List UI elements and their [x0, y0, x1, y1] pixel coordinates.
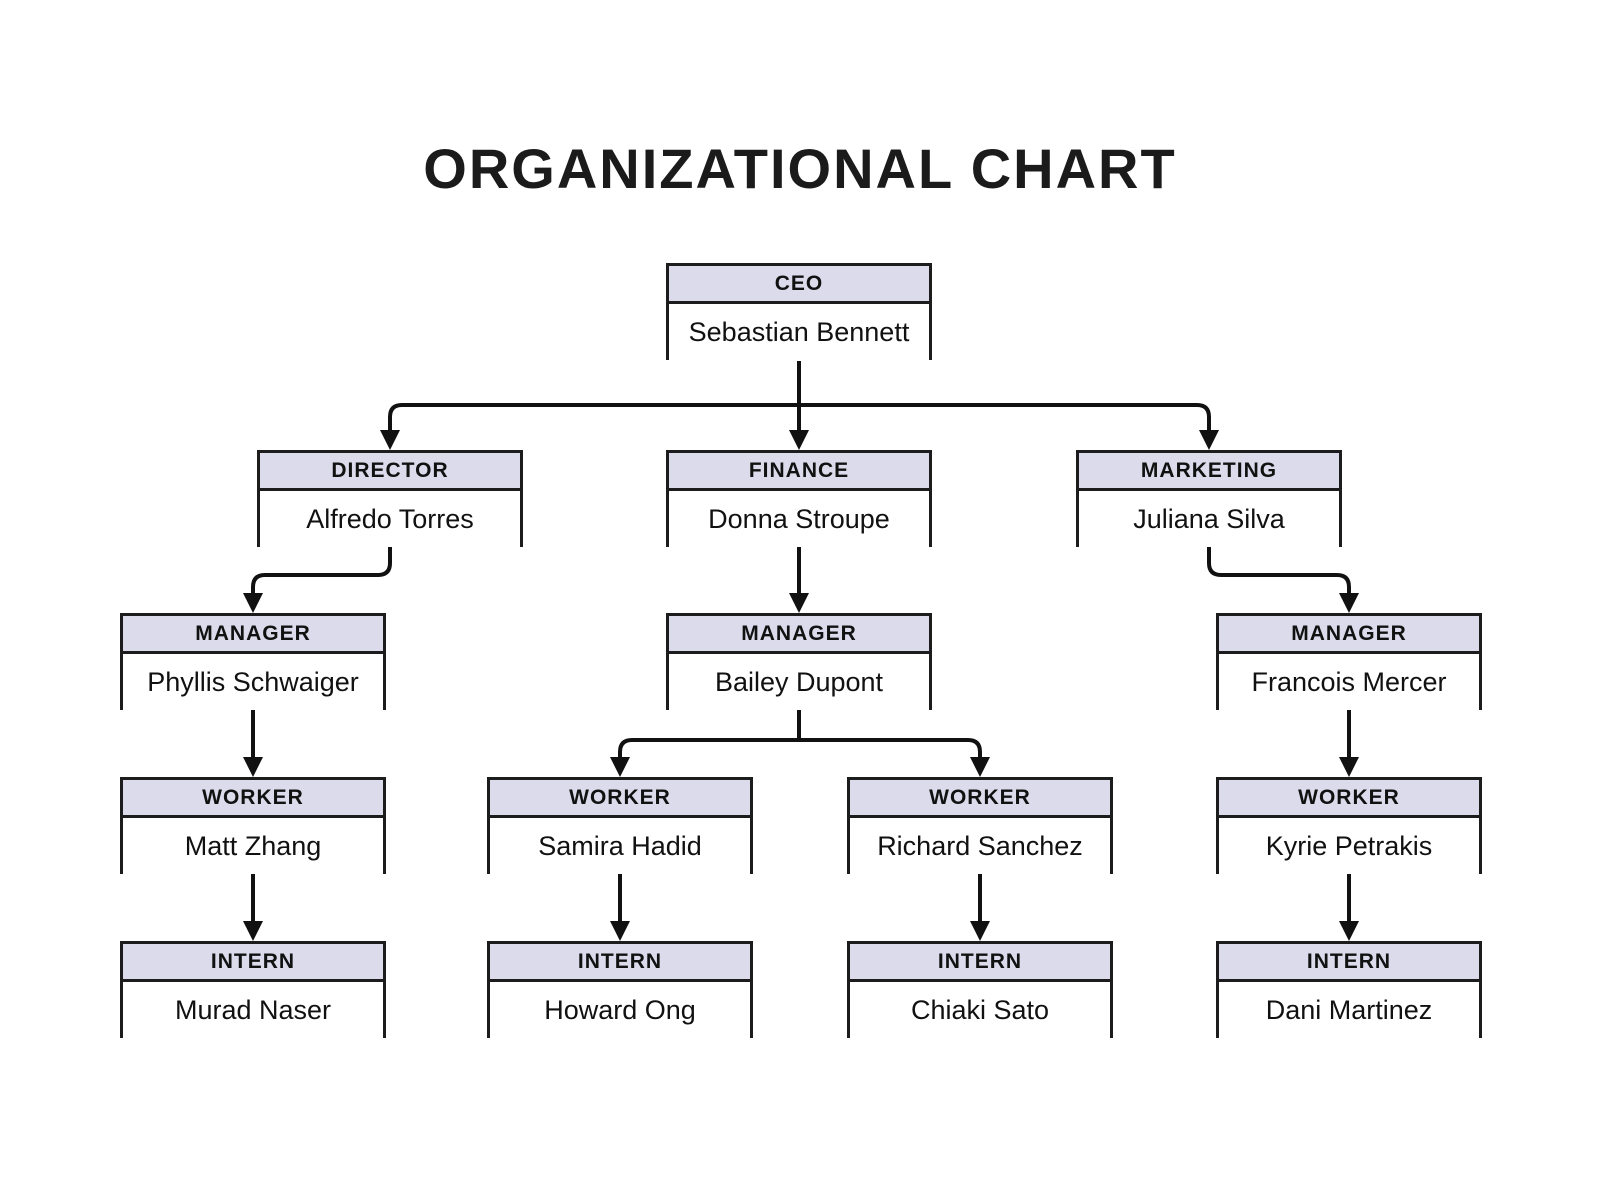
org-node-intern-2: INTERN Howard Ong	[487, 941, 753, 1038]
person-name: Matt Zhang	[123, 818, 383, 874]
org-node-worker-4: WORKER Kyrie Petrakis	[1216, 777, 1482, 874]
role-label: WORKER	[202, 785, 304, 809]
org-node-worker-3: WORKER Richard Sanchez	[847, 777, 1113, 874]
role-label: DIRECTOR	[331, 458, 449, 482]
role-header: MANAGER	[123, 616, 383, 654]
role-header: INTERN	[490, 944, 750, 982]
person-name: Donna Stroupe	[669, 491, 929, 547]
role-header: INTERN	[123, 944, 383, 982]
org-node-intern-1: INTERN Murad Naser	[120, 941, 386, 1038]
page-title: ORGANIZATIONAL CHART	[423, 137, 1177, 200]
person-name: Howard Ong	[490, 982, 750, 1038]
role-header: WORKER	[850, 780, 1110, 818]
person-name: Francois Mercer	[1219, 654, 1479, 710]
org-node-manager-mid: MANAGER Bailey Dupont	[666, 613, 932, 710]
person-name: Richard Sanchez	[850, 818, 1110, 874]
connector-managermid-branch-bar	[610, 738, 990, 777]
org-node-marketing: MARKETING Juliana Silva	[1076, 450, 1342, 547]
org-node-worker-2: WORKER Samira Hadid	[487, 777, 753, 874]
role-label: INTERN	[577, 949, 663, 973]
role-label: MARKETING	[1140, 458, 1278, 482]
role-header: FINANCE	[669, 453, 929, 491]
org-node-intern-3: INTERN Chiaki Sato	[847, 941, 1113, 1038]
role-label: MANAGER	[1291, 621, 1407, 645]
connector-ceo-branch-bar	[380, 403, 1219, 450]
role-header: MANAGER	[669, 616, 929, 654]
org-node-manager-left: MANAGER Phyllis Schwaiger	[120, 613, 386, 710]
role-header: WORKER	[123, 780, 383, 818]
org-node-intern-4: INTERN Dani Martinez	[1216, 941, 1482, 1038]
org-node-director: DIRECTOR Alfredo Torres	[257, 450, 523, 547]
role-header: INTERN	[850, 944, 1110, 982]
role-label: INTERN	[210, 949, 296, 973]
person-name: Phyllis Schwaiger	[123, 654, 383, 710]
role-label: FINANCE	[748, 458, 850, 482]
role-header: MARKETING	[1079, 453, 1339, 491]
role-header: DIRECTOR	[260, 453, 520, 491]
org-node-finance: FINANCE Donna Stroupe	[666, 450, 932, 547]
org-node-worker-1: WORKER Matt Zhang	[120, 777, 386, 874]
role-label: MANAGER	[195, 621, 311, 645]
role-label: WORKER	[569, 785, 671, 809]
person-name: Chiaki Sato	[850, 982, 1110, 1038]
role-header: INTERN	[1219, 944, 1479, 982]
role-header: MANAGER	[1219, 616, 1479, 654]
role-label: MANAGER	[741, 621, 857, 645]
role-header: WORKER	[490, 780, 750, 818]
person-name: Kyrie Petrakis	[1219, 818, 1479, 874]
role-label: CEO	[774, 271, 824, 295]
role-label: WORKER	[929, 785, 1031, 809]
person-name: Samira Hadid	[490, 818, 750, 874]
person-name: Dani Martinez	[1219, 982, 1479, 1038]
connector-marketing-manager	[1207, 546, 1359, 613]
person-name: Juliana Silva	[1079, 491, 1339, 547]
org-node-manager-right: MANAGER Francois Mercer	[1216, 613, 1482, 710]
role-label: WORKER	[1298, 785, 1400, 809]
org-node-ceo: CEO Sebastian Bennett	[666, 263, 932, 360]
role-label: INTERN	[937, 949, 1023, 973]
role-header: WORKER	[1219, 780, 1479, 818]
person-name: Bailey Dupont	[669, 654, 929, 710]
role-label: INTERN	[1306, 949, 1392, 973]
role-header: CEO	[669, 266, 929, 304]
person-name: Alfredo Torres	[260, 491, 520, 547]
connector-director-manager	[243, 546, 392, 613]
person-name: Murad Naser	[123, 982, 383, 1038]
person-name: Sebastian Bennett	[669, 304, 929, 360]
